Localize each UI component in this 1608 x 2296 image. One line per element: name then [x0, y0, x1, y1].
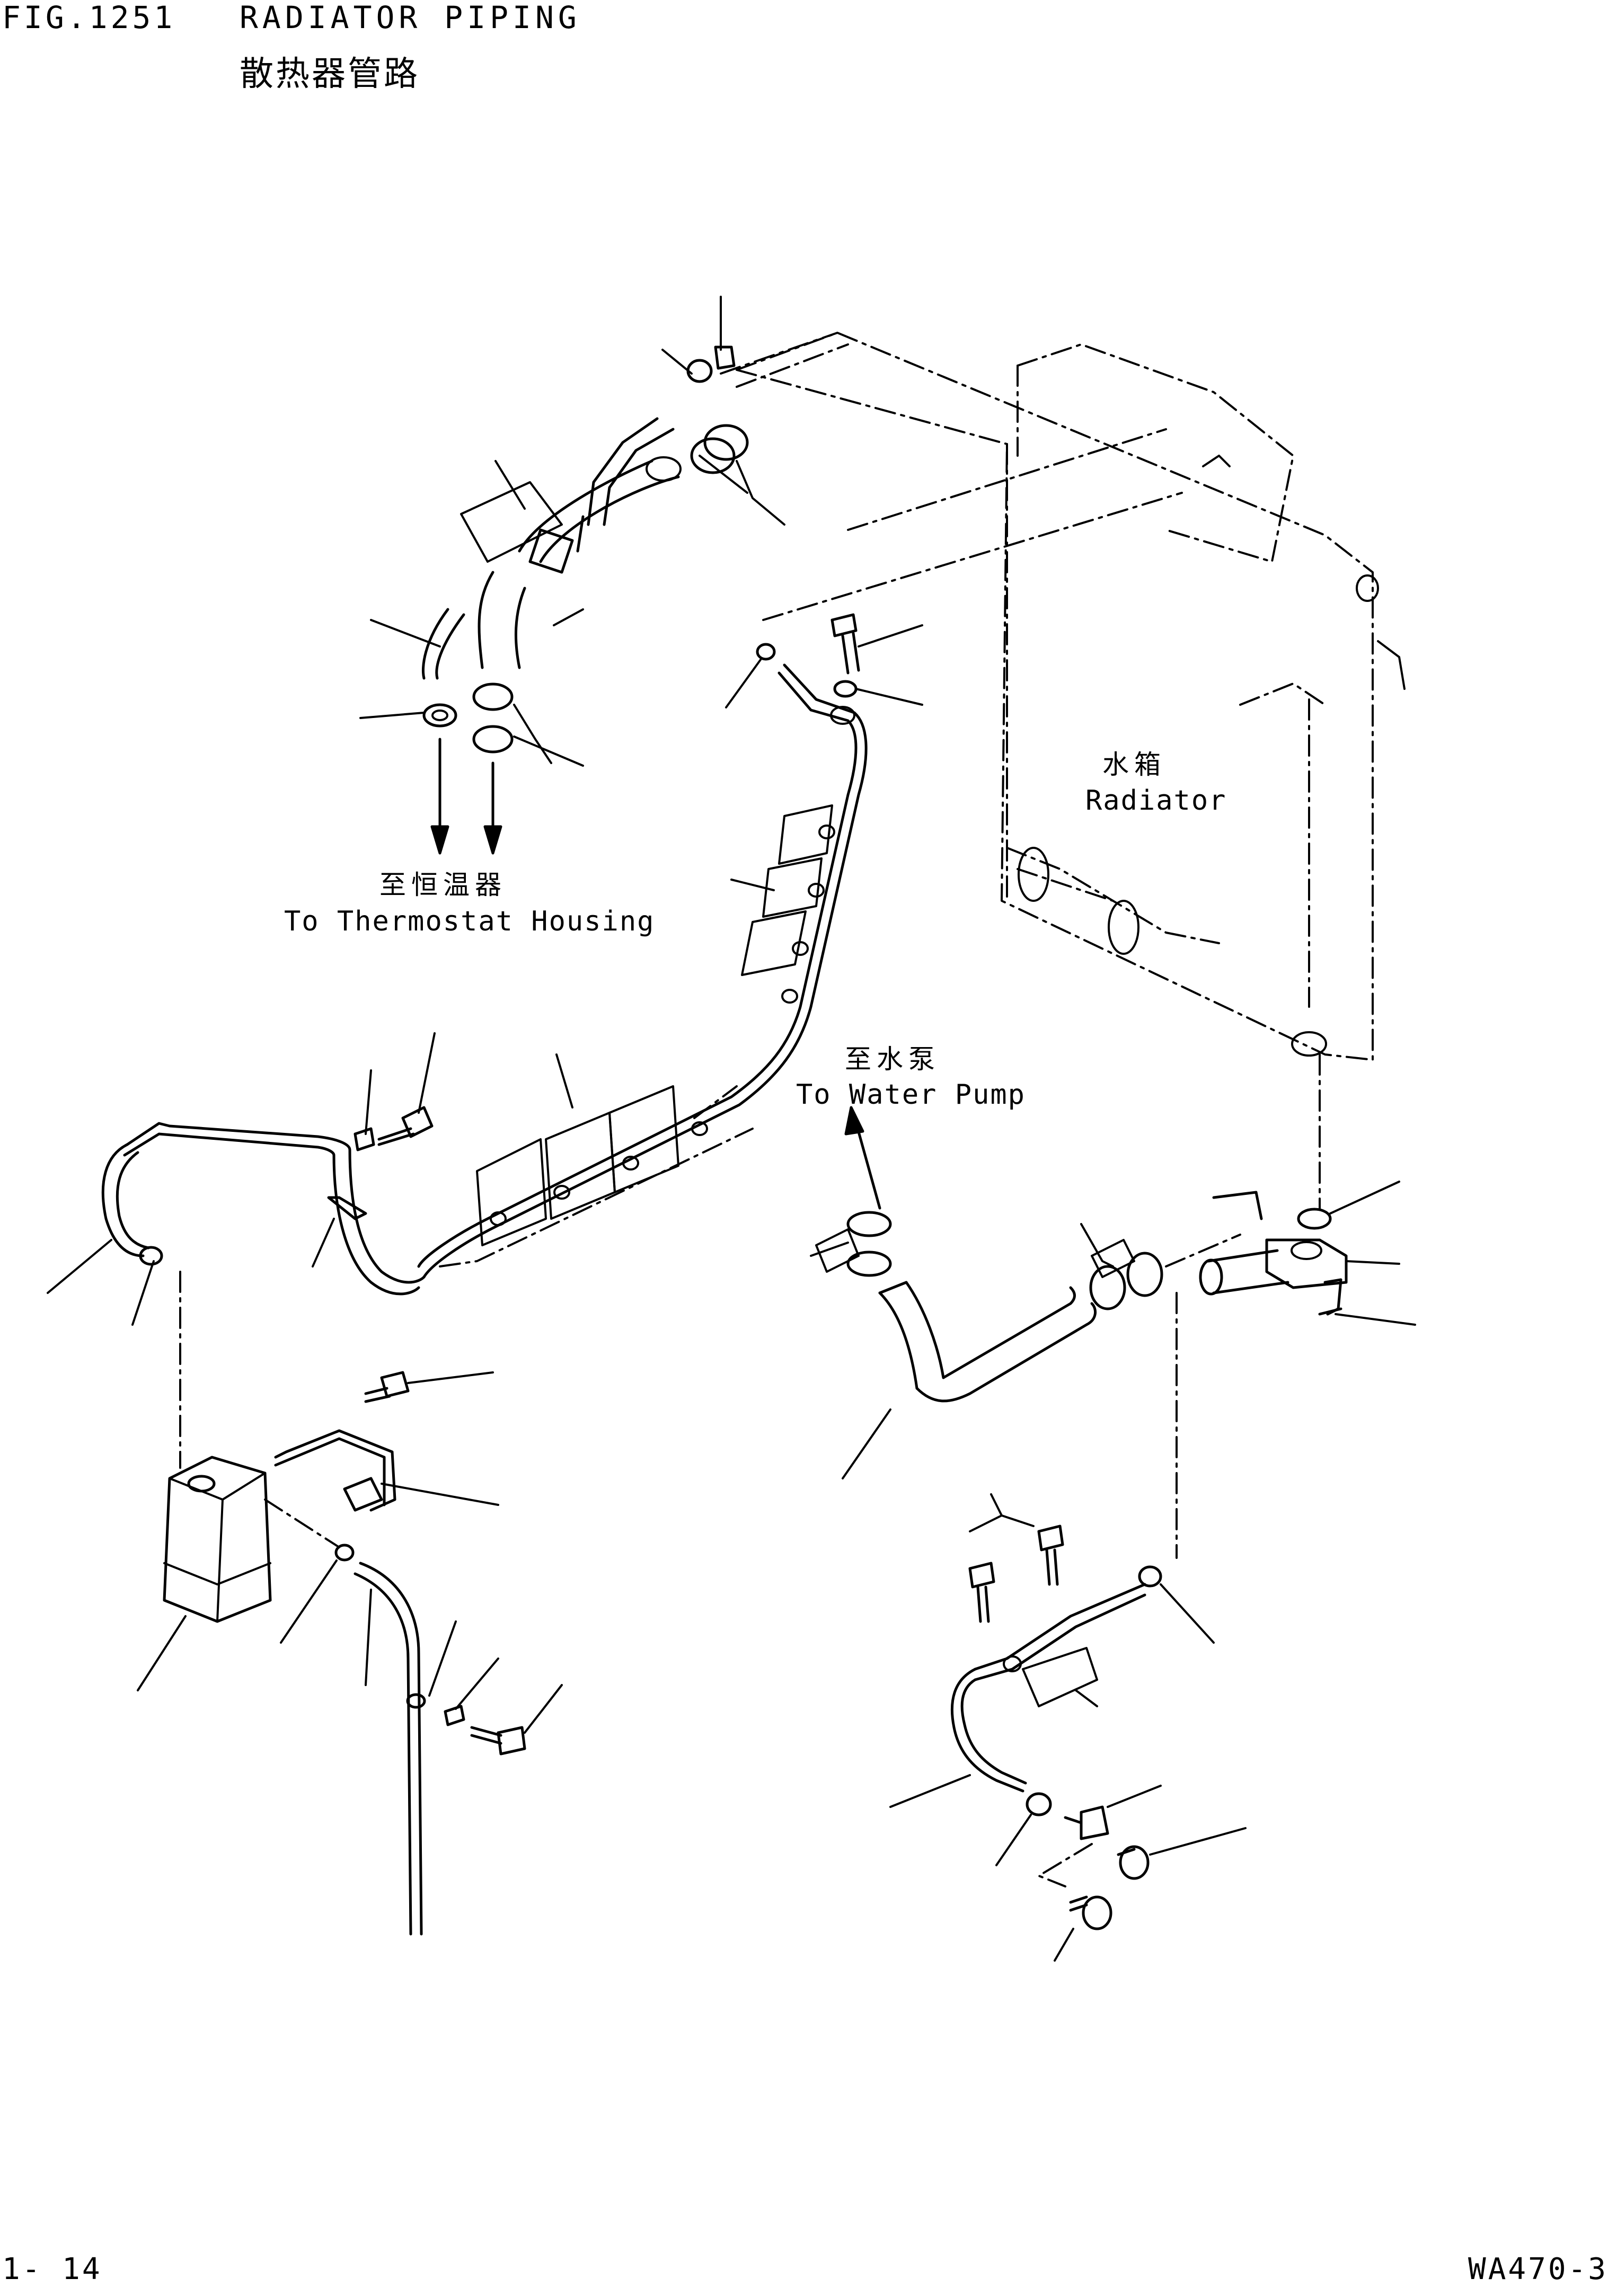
- top-fittings: [661, 296, 785, 526]
- water-pump-arrow: [844, 1106, 881, 1210]
- long-pipe: [332, 613, 923, 1296]
- water-outlet-elbow: [1176, 1181, 1416, 1559]
- figure-title: RADIATOR PIPING: [240, 0, 581, 36]
- sub-tank-bracket: [274, 1371, 499, 1512]
- thermostat-label-cn: 至恒温器: [379, 870, 507, 900]
- figure-number: FIG.1251: [2, 0, 176, 36]
- radiator-leader: [1377, 640, 1406, 690]
- thermostat-label-en: To Thermostat Housing: [284, 906, 655, 937]
- figure-title-chinese: 散热器管路: [240, 55, 420, 94]
- water-pump-label-en: To Water Pump: [796, 1079, 1026, 1111]
- thermostat-hoses: [370, 332, 849, 680]
- radiator-label-cn: 水箱: [1102, 749, 1166, 780]
- water-pump-label-cn: 至水泵: [845, 1044, 940, 1075]
- page-number: 1- 14: [2, 2252, 102, 2286]
- lower-hose: [810, 1211, 1241, 1479]
- sub-tank: [137, 1456, 340, 1691]
- sub-tank-loop: [47, 1122, 351, 1469]
- breather-assembly: [889, 1493, 1247, 1962]
- model-number: WA470-3: [1468, 2252, 1608, 2286]
- radiator-outline: [736, 332, 1379, 1061]
- thermostat-clamps: [359, 682, 584, 855]
- radiator-label-en: Radiator: [1085, 785, 1227, 817]
- left-clip-bolt: [312, 1032, 436, 1267]
- overflow-pipe: [280, 1544, 563, 1936]
